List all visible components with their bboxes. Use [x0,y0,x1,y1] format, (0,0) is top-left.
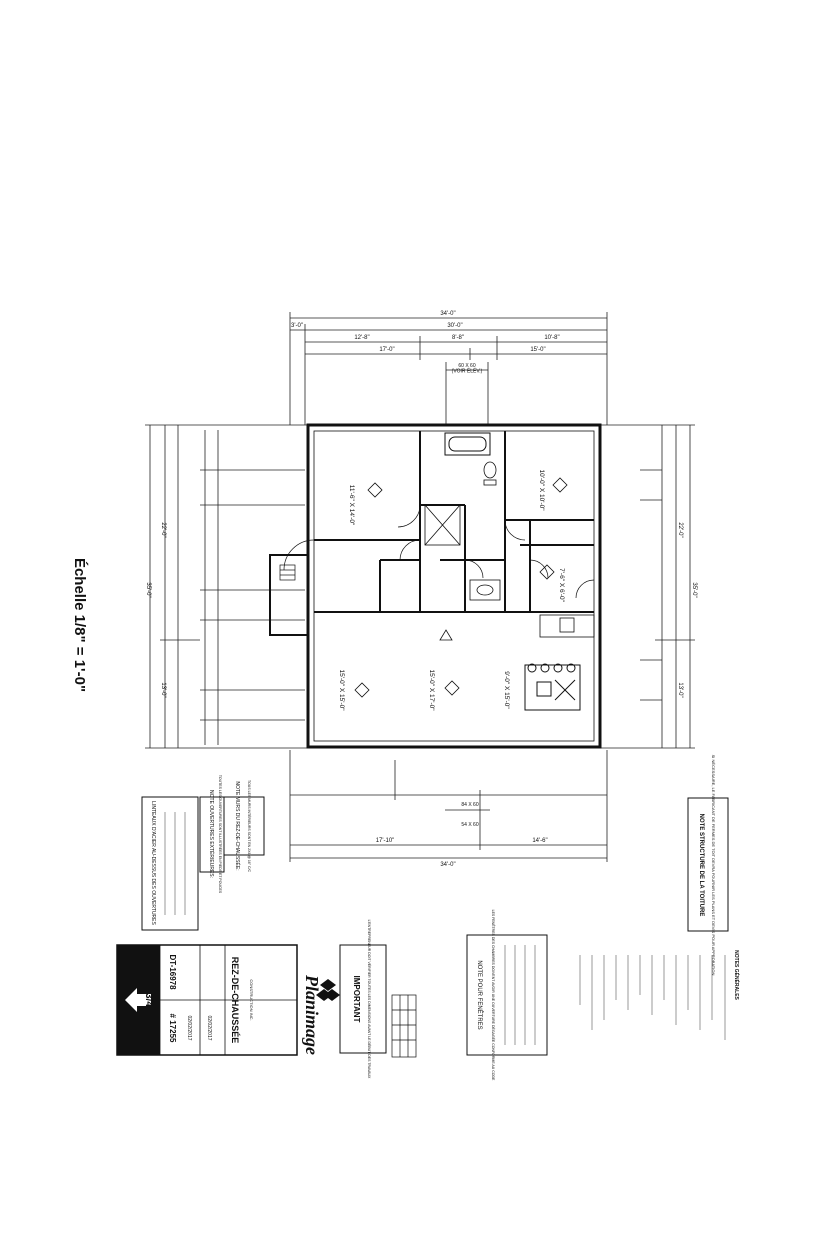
dim-top-left: 3'-0" [291,323,303,329]
right-dimensions [600,424,695,749]
kitchen-island [524,663,581,711]
dim-right-total: 35'-0" [691,582,697,597]
dim-left-b: 13'-0" [160,682,166,697]
svg-text:L'ENTREPRENEUR DOIT VÉRIFIER T: L'ENTREPRENEUR DOIT VÉRIFIER TOUTES LES … [367,920,372,1079]
shower [424,504,461,546]
kitchen-counter [539,614,595,638]
svg-text:TOUS LES MURS INTÉRIEURS SONT: TOUS LES MURS INTÉRIEURS SONT EN 2X4 @ 1… [247,780,252,872]
dim-left-a: 22'-0" [160,522,166,537]
svg-text:Planimage: Planimage [302,974,322,1055]
bathtub [444,432,491,456]
dim-top-total: 34'-0" [440,311,455,317]
dim-top-r3a: 17'-0" [379,347,394,353]
dim-bottom-a: 17'-10" [376,838,395,844]
title-block: REZ-DE-CHAUSSÉE CONSTRUCTION INC. 02/02/… [116,944,298,1056]
title-plan-no: DT-16978 [168,954,177,990]
svg-text:NOTES GÉNÉRALES: NOTES GÉNÉRALES [733,950,741,1000]
room-dim-bedroom3: 7'-6" X 6'-0" [558,568,565,603]
dim-top-r3b: 15'-0" [530,347,545,353]
top-dimensions [289,312,608,425]
room-markers [354,477,568,698]
svg-text:NOTE OUVERTURES EXTÉRIEURES:: NOTE OUVERTURES EXTÉRIEURES: [208,790,215,878]
entry-stair [279,564,296,581]
dim-bottom-b: 14'-6" [532,838,547,844]
dim-top-r2a: 12'-8" [354,335,369,341]
scale-label: Échelle 1/8" = 1'-0" [71,558,88,692]
note-exterior-openings: NOTE OUVERTURES EXTÉRIEURES: TOUTES LES … [199,775,225,894]
title-file-no: # 17255 [168,1014,177,1043]
window-tag-bottom-a: 54 X 60 [461,822,478,828]
room-dim-bedroom1: 11'-6" X 14'-0" [348,485,355,526]
svg-text:SI NÉCESSAIRE, LE FABRICANT DE: SI NÉCESSAIRE, LE FABRICANT DE FERMES DE… [711,755,716,976]
doors [283,504,595,599]
dim-top-mid: 30'-0" [447,323,462,329]
title-project: REZ-DE-CHAUSSÉE [230,957,240,1044]
svg-text:LES FENÊTRES DES CHAMBRES DOIV: LES FENÊTRES DES CHAMBRES DOIVENT AVOIR … [491,910,496,1081]
dim-top-r2b: 8'-8" [452,335,464,341]
important-box: IMPORTANT L'ENTREPRENEUR DOIT VÉRIFIER T… [339,920,387,1079]
room-dim-kitchen: 15'-0" X 17'-0" [428,669,435,711]
vanity [469,579,501,601]
dim-right-a: 22'-0" [677,522,683,537]
svg-text:LINTEAUX D'ACIER AU-DESSUS DES: LINTEAUX D'ACIER AU-DESSUS DES OUVERTURE… [150,801,156,925]
title-client: CONSTRUCTION INC. [249,979,254,1020]
room-dim-living: 15'-0" X 15'-0" [338,669,345,711]
room-dim-bedroom2: 10'-0" X 10'-0" [538,469,545,511]
svg-text:NOTE POUR FENÊTRES: NOTE POUR FENÊTRES [476,960,484,1029]
svg-text:IMPORTANT: IMPORTANT [352,976,361,1023]
company-logo: Planimage [302,974,340,1055]
svg-text:TOUTES LES OUVERTURES SONT ILL: TOUTES LES OUVERTURES SONT ILLUSTRÉES EN… [218,775,223,894]
exterior-walls [269,423,602,749]
dim-left-total: 35'-0" [145,582,151,597]
note-roof-structure: NOTE STRUCTURE DE LA TOITURE SI NÉCESSAI… [687,755,729,976]
svg-text:NOTE MURS DU REZ-DE-CHAUSSÉE:: NOTE MURS DU REZ-DE-CHAUSSÉE: [234,781,241,870]
revision-table [391,994,417,1058]
svg-text:NOTE STRUCTURE DE LA TOITURE: NOTE STRUCTURE DE LA TOITURE [698,814,704,917]
dim-right-b: 13'-0" [677,682,683,697]
note-windows: NOTE POUR FENÊTRES LES FENÊTRES DES CHAM… [466,910,548,1081]
sheet-number: 3/4 [143,993,154,1007]
interior-walls [314,431,594,613]
bottom-dimensions [289,750,608,862]
title-date1: 02/02/2017 [206,1015,212,1040]
window-tag-bottom-b: 84 X 60 [461,802,478,808]
left-dimensions [145,424,308,749]
note-floor-walls: NOTE MURS DU REZ-DE-CHAUSSÉE: TOUS LES M… [223,780,265,872]
dim-bottom-total: 34'-0" [440,862,455,868]
title-date2: 02/02/2017 [186,1015,192,1040]
room-dim-dining: 9'-0" X 15'-0" [503,671,510,709]
window-tag-top: 60 X 60(VOIR ÉLÉV.) [452,363,483,375]
general-notes-legend: NOTES GÉNÉRALES [579,950,741,1040]
toilet [483,461,497,486]
dim-top-r2c: 10'-8" [544,335,559,341]
note-lintels: LINTEAUX D'ACIER AU-DESSUS DES OUVERTURE… [141,796,199,931]
